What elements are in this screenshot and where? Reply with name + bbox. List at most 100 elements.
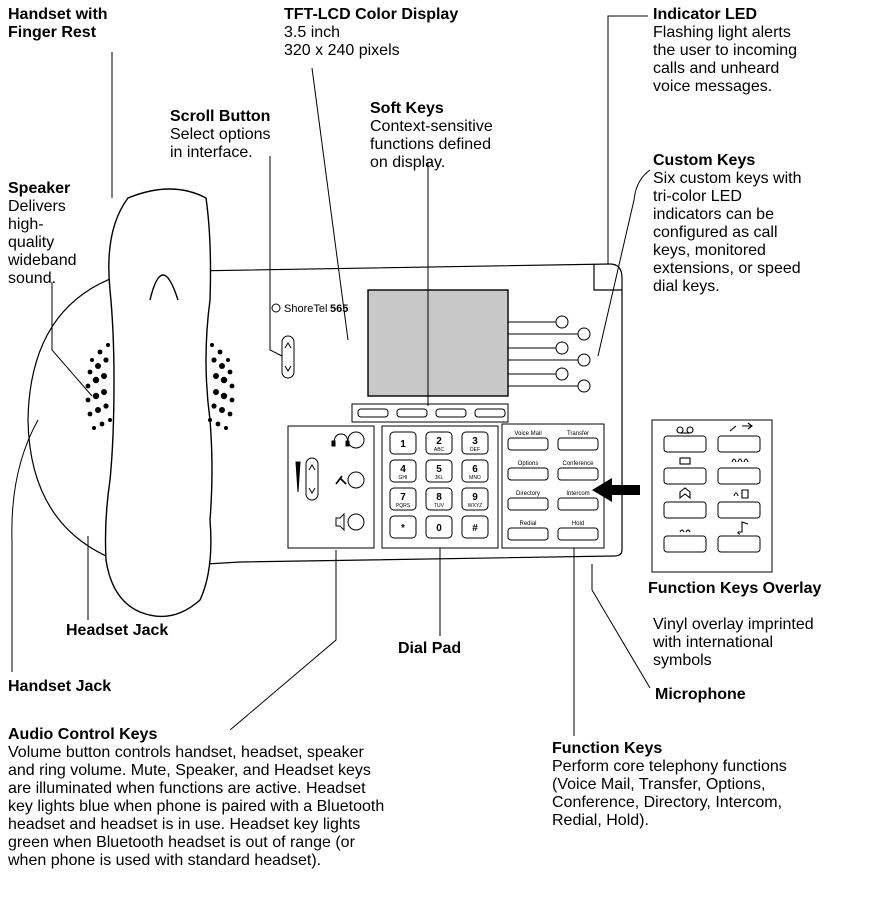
soft-keys-callout: Soft Keys Context-sensitive functions de… [370,100,493,172]
custom-keys-callout: Custom Keys Six custom keys with tri-col… [653,152,801,296]
function-key[interactable]: Hold [557,521,599,541]
dial-key-letters: DEF [470,447,480,453]
phone-base-curve [27,271,241,569]
handset-jack-callout-2: Handset Jack [8,678,111,696]
model-number: 565 [330,303,348,315]
speaker-grill-left [85,343,112,430]
speaker-callout: Speaker Delivers high- quality wideband … [8,180,77,288]
handset [104,188,213,618]
function-key[interactable]: Intercom [557,491,599,511]
dial-key[interactable]: 1 [389,431,417,455]
function-key-label: Directory [516,491,540,497]
function-keys-title: Function Keys [552,740,663,757]
function-key-label: Redial [519,521,536,527]
dial-key-letters: ABC [434,447,445,453]
audio-control-desc: Volume button controls handset, headset,… [8,744,385,869]
brand-logo: ShoreTel 565 [271,303,348,315]
function-key[interactable]: Directory [507,491,549,511]
dial-key-digit: 2 [436,436,442,447]
display-callout: TFT-LCD Color Display 3.5 inch 320 x 240… [284,6,458,60]
dial-key[interactable]: # [461,515,489,539]
function-key[interactable]: Conference [557,461,599,481]
audio-control-keys-callout: Audio Control Keys Volume button control… [8,726,384,870]
microphone-callout: Microphone [655,686,746,704]
headset-jack-callout: Headset Jack [66,622,168,640]
dial-key[interactable]: * [389,515,417,539]
dial-key-letters: GHI [399,475,408,481]
function-keys-overlay [651,419,773,573]
display-desc: 3.5 inch 320 x 240 pixels [284,24,400,59]
custom-keys-title: Custom Keys [653,152,756,169]
function-key-label: Intercom [566,491,589,497]
function-keys-callout: Function Keys Perform core telephony fun… [552,740,787,830]
handset-callout: Handset with Finger Rest [8,6,108,42]
function-key[interactable]: Redial [507,521,549,541]
custom-keys [508,315,591,393]
dial-key-letters: TUV [434,503,445,509]
dial-key-letters: JKL [435,475,444,481]
dial-key-digit: 4 [400,464,406,475]
dial-key-letters: WXYZ [468,503,482,509]
dial-key-digit: # [472,523,478,534]
audio-control-title: Audio Control Keys [8,726,158,743]
dial-key-digit: 3 [472,436,478,447]
scroll-button-title: Scroll Button [170,108,271,125]
dial-key-digit: 5 [436,464,442,475]
function-keys-desc: Perform core telephony functions (Voice … [552,758,787,829]
overlay-arrow [592,478,640,502]
lcd-display [367,289,509,397]
phone-body [129,263,623,563]
dial-pad-callout: Dial Pad [398,640,461,658]
soft-keys-title: Soft Keys [370,100,444,117]
microphone-title: Microphone [655,686,746,703]
function-key-label: Options [518,461,539,467]
leader-lines [11,15,651,736]
scroll-button-desc: Select options in interface. [170,126,271,161]
headset-jack-title: Headset Jack [66,622,169,639]
dial-key[interactable]: 0 [425,515,453,539]
function-key[interactable]: Transfer [557,431,599,451]
overlay-desc-block: Vinyl overlay imprinted with internation… [653,616,814,670]
dial-key-digit: 0 [436,523,442,534]
soft-keys [351,403,509,423]
scroll-button-callout: Scroll Button Select options in interfac… [170,108,271,162]
handset-jack-title: Handset Jack [8,678,112,695]
dial-key-digit: 9 [472,492,478,503]
dial-key-letters: PQRS [396,503,411,509]
scroll-button [281,335,295,379]
audio-control-panel [287,425,375,549]
function-key-label: Conference [562,461,594,467]
display-title: TFT-LCD Color Display [284,6,459,23]
function-key-label: Hold [572,521,584,527]
handset-title: Handset with Finger Rest [8,6,108,41]
function-keys-overlay-callout: Function Keys Overlay [648,580,878,598]
speaker-desc: Delivers high- quality wideband sound. [8,198,77,287]
indicator-led-title: Indicator LED [653,6,758,23]
indicator-led-callout: Indicator LED Flashing light alerts the … [653,6,797,96]
indicator-led-desc: Flashing light alerts the user to incomi… [653,24,798,95]
function-key[interactable]: Options [507,461,549,481]
dial-pad-title: Dial Pad [398,640,462,657]
overlay-desc: Vinyl overlay imprinted with internation… [653,616,814,669]
function-key[interactable]: Voice Mail [507,431,549,451]
dial-key-letters: MNO [469,475,481,481]
soft-keys-desc: Context-sensitive functions defined on d… [370,118,493,171]
function-key-label: Transfer [567,431,589,437]
overlay-title: Function Keys Overlay [648,580,822,597]
speaker-title: Speaker [8,180,71,197]
dial-key-digit: 1 [400,439,406,450]
dial-key-digit: 7 [400,492,406,503]
function-key-label: Voice Mail [514,431,541,437]
dial-key-digit: * [401,523,405,534]
